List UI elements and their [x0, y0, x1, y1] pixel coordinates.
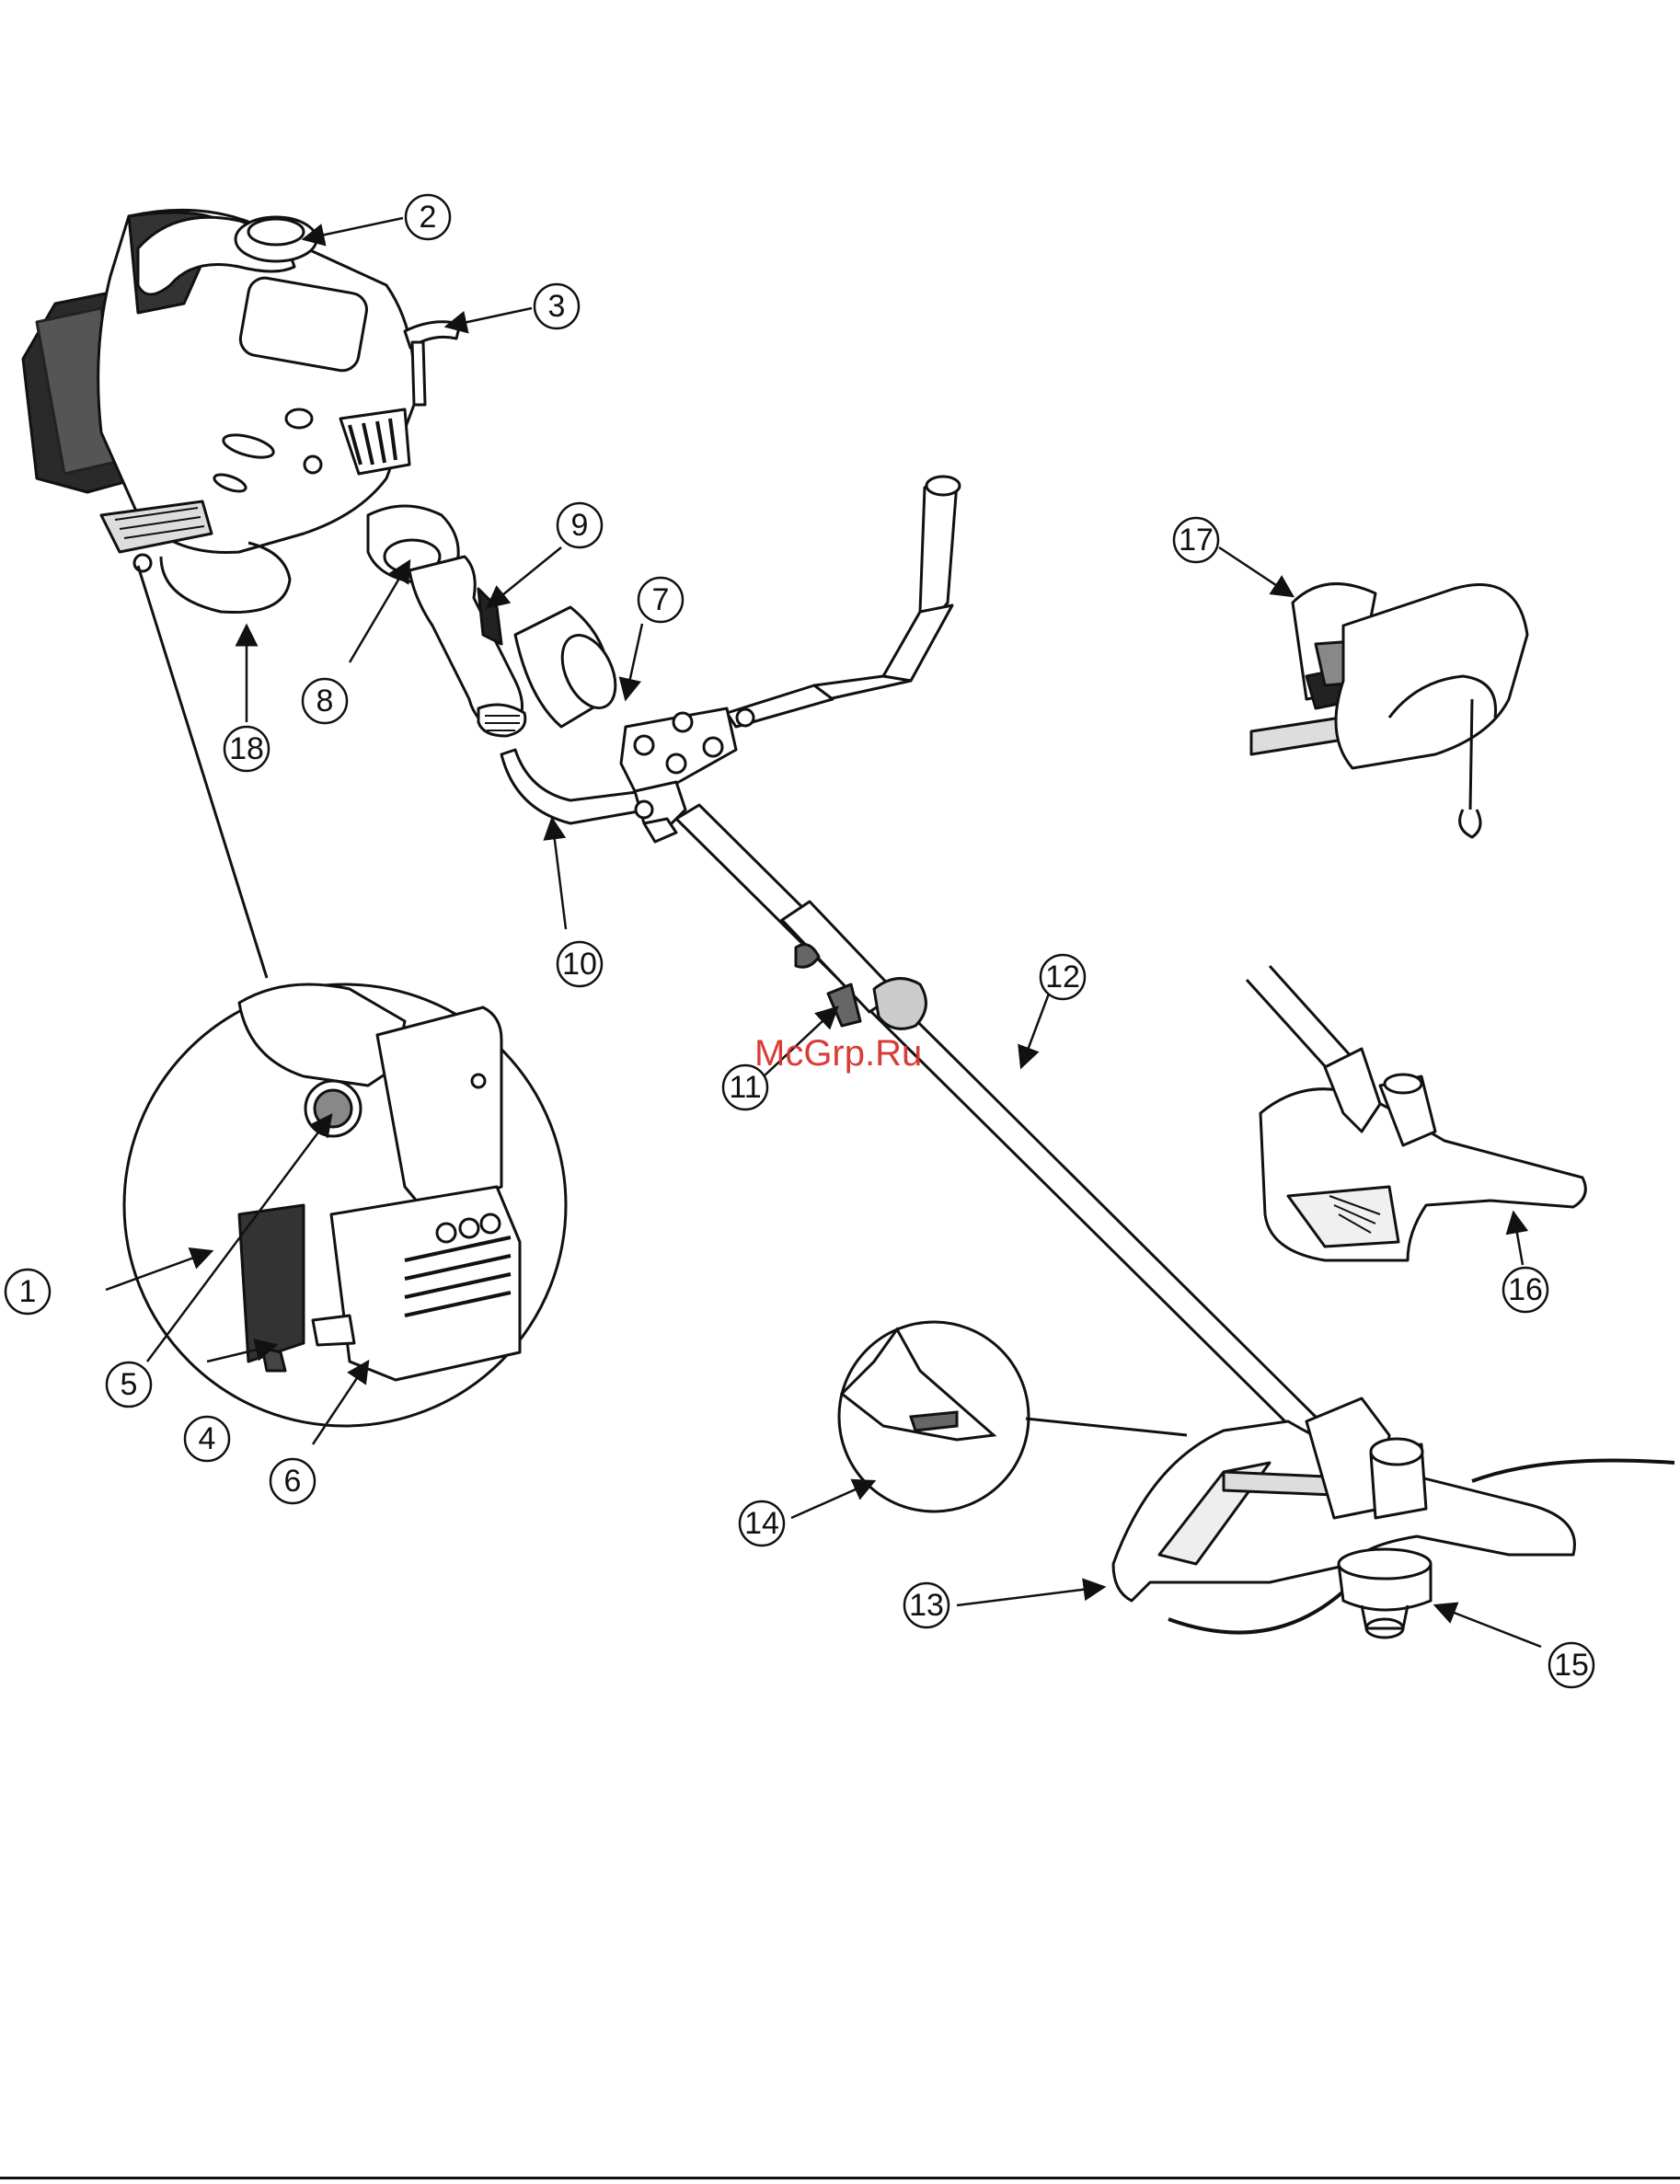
- drive-shaft: [674, 803, 1327, 1443]
- callout-3-label: 3: [548, 289, 566, 324]
- callout-10-label: 10: [562, 947, 597, 982]
- callout-8-label: 8: [316, 684, 334, 718]
- callout-14: 14: [738, 1500, 786, 1547]
- callout-4: 4: [183, 1415, 231, 1463]
- callout-17: 17: [1172, 516, 1220, 564]
- trimmer-head-assembly: [1111, 1397, 1675, 1639]
- callout-2: 2: [404, 193, 452, 241]
- callout-13-label: 13: [909, 1588, 944, 1623]
- detail-line-cutter: [837, 1320, 1188, 1513]
- callout-10: 10: [556, 940, 604, 988]
- callout-5-label: 5: [121, 1367, 138, 1402]
- engine-power-head: [21, 208, 617, 738]
- callout-2-label: 2: [420, 200, 437, 235]
- callout-4-label: 4: [199, 1421, 216, 1456]
- leader-lines: [105, 216, 1542, 1649]
- callout-12: 12: [1039, 953, 1087, 1001]
- callout-6: 6: [269, 1457, 316, 1505]
- callout-7: 7: [637, 576, 685, 624]
- callout-16-label: 16: [1508, 1272, 1543, 1307]
- callout-11: 11: [721, 1063, 769, 1111]
- callout-15: 15: [1548, 1641, 1595, 1689]
- watermark-text: McGrp.Ru: [754, 1033, 922, 1074]
- callout-18-label: 18: [229, 731, 264, 766]
- callout-1: 1: [4, 1268, 52, 1316]
- callout-14-label: 14: [744, 1506, 779, 1541]
- detail-guard: [1245, 964, 1587, 1262]
- callout-11-label: 11: [729, 1070, 761, 1105]
- bike-handle: [500, 475, 961, 844]
- callout-18: 18: [223, 725, 270, 773]
- detail-engine-controls: [122, 565, 568, 1428]
- callouts: 1 2 3 4 5 6 7 8 9 10 11 12 13 14 15 16 1…: [4, 193, 1595, 1689]
- callout-3: 3: [533, 282, 581, 330]
- callout-15-label: 15: [1554, 1648, 1589, 1683]
- callout-16: 16: [1502, 1266, 1549, 1314]
- callout-9: 9: [556, 501, 604, 549]
- callout-5: 5: [105, 1361, 153, 1408]
- page-bottom-rule: [0, 2177, 1680, 2179]
- callout-8: 8: [301, 677, 349, 725]
- callout-7-label: 7: [652, 582, 670, 617]
- callout-1-label: 1: [19, 1274, 37, 1309]
- detail-harness: [1249, 582, 1529, 839]
- callout-12-label: 12: [1045, 960, 1080, 994]
- callout-6-label: 6: [284, 1464, 302, 1499]
- callout-9-label: 9: [571, 508, 589, 543]
- callout-13: 13: [903, 1581, 950, 1629]
- callout-17-label: 17: [1179, 523, 1214, 557]
